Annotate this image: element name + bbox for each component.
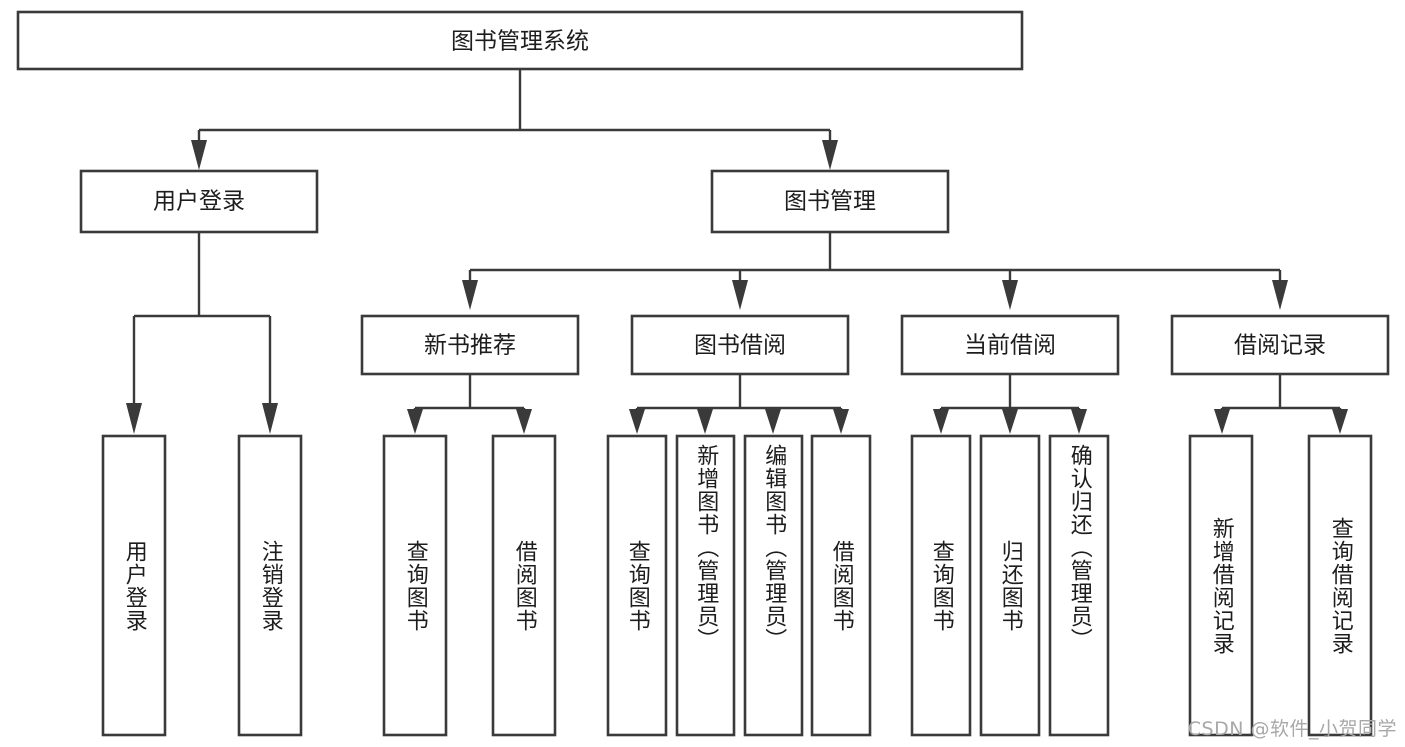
node-root-box[interactable]	[16, 10, 1024, 71]
arrow-to-leaf-add-book	[697, 409, 713, 434]
node-user-login-box[interactable]	[79, 169, 319, 234]
arrow-to-leaf-query-book-1	[407, 409, 423, 434]
node-book-borrow-label: 图书借阅	[694, 333, 786, 359]
leaf-query-book-2-label: 查询图书	[624, 539, 650, 632]
node-borrow-record-box[interactable]	[1170, 314, 1390, 376]
leaf-query-record-label: 查询借阅记录	[1327, 516, 1353, 655]
edges-layer	[126, 69, 1348, 434]
leaf-query-book-1-label: 查询图书	[402, 539, 428, 632]
leaf-add-record-labelwrap: 新增借阅记录	[1190, 436, 1252, 735]
leaf-logout-login-label: 注销登录	[257, 539, 283, 632]
leaf-query-book-1-labelwrap: 查询图书	[384, 436, 446, 735]
node-leaf-add-book-box[interactable]	[675, 434, 736, 737]
arrow-to-leaf-query-record	[1332, 409, 1348, 434]
leaf-query-book-3-labelwrap: 查询图书	[912, 436, 970, 735]
leaf-borrow-book-1-label: 借阅图书	[511, 539, 537, 632]
nodes-layer: 图书管理系统 用户登录 图书管理 新书推荐 图书借阅 当前借阅 借阅记录	[16, 10, 1390, 737]
leaf-confirm-return-label: 确认归还（管理员）	[1066, 444, 1092, 651]
arrow-to-leaf-query-book-2	[629, 409, 645, 434]
node-leaf-borrow-book-1-box[interactable]	[491, 434, 557, 737]
leaf-edit-book-label: 编辑图书（管理员）	[761, 444, 787, 651]
node-current-borrow-box[interactable]	[900, 314, 1120, 376]
leaf-add-book-label: 新增图书（管理员）	[693, 444, 719, 651]
arrow-to-book-manage	[822, 140, 838, 170]
node-new-book-rec-box[interactable]	[360, 314, 580, 376]
node-leaf-borrow-book-2-box[interactable]	[810, 434, 872, 737]
node-book-manage-label: 图书管理	[784, 189, 876, 215]
arrow-to-leaf-query-book-3	[933, 409, 949, 434]
node-leaf-user-login-box[interactable]	[101, 434, 167, 737]
arrow-to-leaf-confirm-return	[1071, 409, 1087, 434]
leaf-logout-login-labelwrap: 注销登录	[239, 436, 301, 735]
node-book-manage-box[interactable]	[710, 169, 950, 234]
node-leaf-return-book-box[interactable]	[979, 434, 1041, 737]
node-new-book-rec-label: 新书推荐	[424, 333, 516, 359]
node-leaf-edit-book-box[interactable]	[743, 434, 804, 737]
node-root-label: 图书管理系统	[451, 29, 589, 55]
node-borrow-record-label: 借阅记录	[1234, 333, 1326, 359]
leaf-add-book-labelwrap: 新增图书（管理员）	[677, 436, 734, 735]
arrow-to-borrow-record	[1272, 280, 1288, 310]
leaf-add-record-label: 新增借阅记录	[1208, 516, 1234, 655]
node-leaf-query-book-2-box[interactable]	[606, 434, 668, 737]
leaf-return-book-labelwrap: 归还图书	[981, 436, 1039, 735]
arrow-to-leaf-borrow-book-2	[833, 409, 849, 434]
leaf-query-book-2-labelwrap: 查询图书	[608, 436, 666, 735]
node-user-login-label: 用户登录	[153, 189, 245, 215]
arrow-to-current-borrow	[1002, 280, 1018, 310]
node-leaf-query-book-1-box[interactable]	[382, 434, 448, 737]
node-leaf-add-record-box[interactable]	[1188, 434, 1254, 737]
leaf-edit-book-labelwrap: 编辑图书（管理员）	[745, 436, 802, 735]
leaf-user-login-labelwrap: 用户登录	[103, 436, 165, 735]
leaf-return-book-label: 归还图书	[997, 539, 1023, 632]
node-book-borrow-box[interactable]	[630, 314, 850, 376]
node-leaf-query-record-box[interactable]	[1307, 434, 1373, 737]
arrow-to-leaf-edit-book	[765, 409, 781, 434]
arrow-to-leaf-borrow-book-1	[516, 409, 532, 434]
arrow-to-leaf-logout-login	[262, 403, 278, 434]
leaf-confirm-return-labelwrap: 确认归还（管理员）	[1050, 436, 1108, 735]
node-leaf-confirm-return-box[interactable]	[1048, 434, 1110, 737]
arrow-to-user-login	[191, 140, 207, 170]
leaf-borrow-book-2-labelwrap: 借阅图书	[812, 436, 870, 735]
arrow-to-new-book-rec	[462, 280, 478, 310]
arrow-to-leaf-add-record	[1214, 409, 1230, 434]
leaf-borrow-book-2-label: 借阅图书	[828, 539, 854, 632]
arrow-to-book-borrow	[732, 280, 748, 310]
arrow-to-leaf-return-book	[1002, 409, 1018, 434]
node-leaf-query-book-3-box[interactable]	[910, 434, 972, 737]
leaf-query-book-3-label: 查询图书	[928, 539, 954, 632]
leaf-borrow-book-1-labelwrap: 借阅图书	[493, 436, 555, 735]
node-leaf-logout-login-box[interactable]	[237, 434, 303, 737]
arrow-to-leaf-user-login	[126, 403, 142, 434]
leaf-query-record-labelwrap: 查询借阅记录	[1309, 436, 1371, 735]
leaf-user-login-label: 用户登录	[121, 539, 147, 632]
node-current-borrow-label: 当前借阅	[964, 333, 1056, 359]
